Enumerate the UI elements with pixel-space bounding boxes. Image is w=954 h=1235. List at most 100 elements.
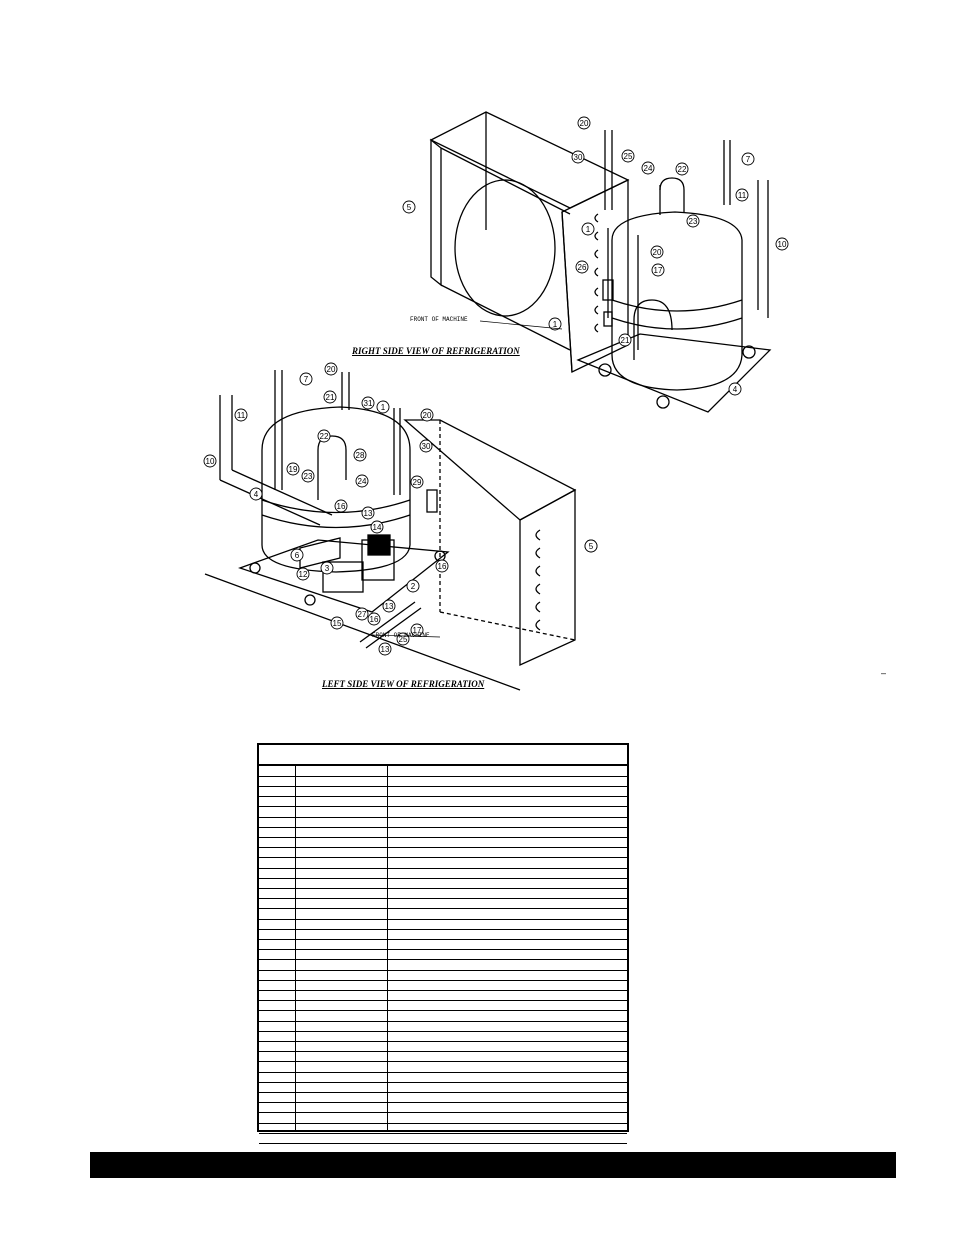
right-condenser [429, 111, 630, 374]
table-row [259, 879, 627, 889]
left-callout-number: 23 [304, 472, 313, 481]
right-callout-circle [651, 263, 665, 277]
left-callout-number: 16 [370, 615, 379, 624]
table-row [259, 920, 627, 930]
right-callout-number: 20 [653, 248, 662, 257]
right-callout-number: 7 [746, 155, 751, 164]
table-row [259, 1052, 627, 1063]
left-callout-circle [376, 400, 390, 414]
table-row [259, 838, 627, 849]
left-callout-circle [203, 454, 217, 468]
table-row [259, 808, 627, 818]
left-callout-circle [296, 567, 310, 581]
right-view-caption: RIGHT SIDE VIEW OF REFRIGERATION [352, 346, 520, 356]
left-callout-circle [330, 616, 344, 630]
table-row [259, 1103, 627, 1114]
table-row [259, 1124, 627, 1134]
right-callout-number: 17 [654, 266, 663, 275]
table-row [259, 1012, 627, 1022]
front-of-machine-label-left: FRONT OF MACHINE [372, 632, 430, 639]
left-callout-circle [299, 372, 313, 386]
right-callout-circle [575, 260, 589, 274]
table-row [259, 797, 627, 808]
left-callout-circle [406, 579, 420, 593]
right-callout-circle [686, 214, 700, 228]
left-callout-number: 20 [423, 411, 432, 420]
table-row [259, 930, 627, 940]
right-callout-number: 24 [644, 164, 653, 173]
parts-table [257, 743, 629, 1144]
parts-table-title-row [259, 745, 627, 766]
right-callout-number: 22 [678, 165, 687, 174]
right-callout-number: 5 [407, 203, 412, 212]
left-callout-number: 24 [358, 477, 367, 486]
parts-table-header-row [259, 766, 627, 777]
right-callout-number: 11 [738, 191, 747, 200]
left-callout-number: 11 [237, 411, 246, 420]
table-row [259, 828, 627, 838]
right-callout-circle [650, 245, 664, 259]
right-callout-circle [641, 161, 655, 175]
left-callout-circle [378, 642, 392, 656]
table-row [259, 787, 627, 798]
left-callout-circle [370, 520, 384, 534]
table-row [259, 910, 627, 920]
left-callout-number: 13 [385, 602, 394, 611]
left-callout-number: 2 [411, 582, 416, 591]
right-callout-number: 1 [553, 320, 558, 329]
left-callout-number: 28 [356, 451, 365, 460]
left-callout-circle [382, 599, 396, 613]
right-callout-circle [621, 149, 635, 163]
right-callout-number: 21 [621, 336, 630, 345]
left-callout-number: 17 [413, 626, 422, 635]
right-callout-circle [581, 222, 595, 236]
left-callout-circle [320, 561, 334, 575]
right-callout-number: 1 [586, 225, 591, 234]
left-callout-circle [286, 462, 300, 476]
right-callout-circle [775, 237, 789, 251]
left-callout-number: 5 [589, 542, 594, 551]
right-callout-circle [402, 200, 416, 214]
left-callout-number: 22 [320, 432, 329, 441]
left-callout-number: 29 [413, 478, 422, 487]
left-callout-number: 1 [381, 403, 386, 412]
right-callout-number: 4 [733, 385, 738, 394]
left-callout-circle [361, 396, 375, 410]
table-row [259, 1022, 627, 1032]
table-row [259, 1001, 627, 1012]
table-row [259, 1042, 627, 1053]
table-row [259, 777, 627, 787]
left-callout-number: 21 [326, 393, 335, 402]
left-callout-number: 30 [422, 442, 431, 451]
left-callout-circle [361, 506, 375, 520]
left-callout-number: 4 [254, 490, 259, 499]
left-callout-circle [420, 408, 434, 422]
right-callout-circle [577, 116, 591, 130]
left-callout-number: 13 [381, 645, 390, 654]
table-row [259, 1083, 627, 1093]
table-row [259, 991, 627, 1002]
left-callout-circle [249, 487, 263, 501]
left-callout-circle [317, 429, 331, 443]
right-callout-number: 10 [778, 240, 787, 249]
left-callout-number: 27 [358, 610, 367, 619]
right-callout-number: 23 [689, 217, 698, 226]
front-of-machine-label-right: FRONT OF MACHINE [410, 316, 468, 323]
left-callout-number: 16 [438, 562, 447, 571]
right-callout-circle [728, 382, 742, 396]
left-callout-circle [367, 612, 381, 626]
left-callout-number: 31 [364, 399, 373, 408]
table-row [259, 1073, 627, 1083]
left-callout-number: 10 [206, 457, 215, 466]
left-callout-number: 6 [295, 551, 300, 560]
parts-table-divider [387, 766, 388, 1130]
table-row [259, 899, 627, 910]
left-callout-number: 20 [327, 365, 336, 374]
right-callout-circle [618, 333, 632, 347]
left-callout-circle [355, 474, 369, 488]
footer-bar [90, 1152, 896, 1178]
table-row [259, 940, 627, 951]
table-row [259, 1134, 627, 1144]
table-row [259, 859, 627, 869]
